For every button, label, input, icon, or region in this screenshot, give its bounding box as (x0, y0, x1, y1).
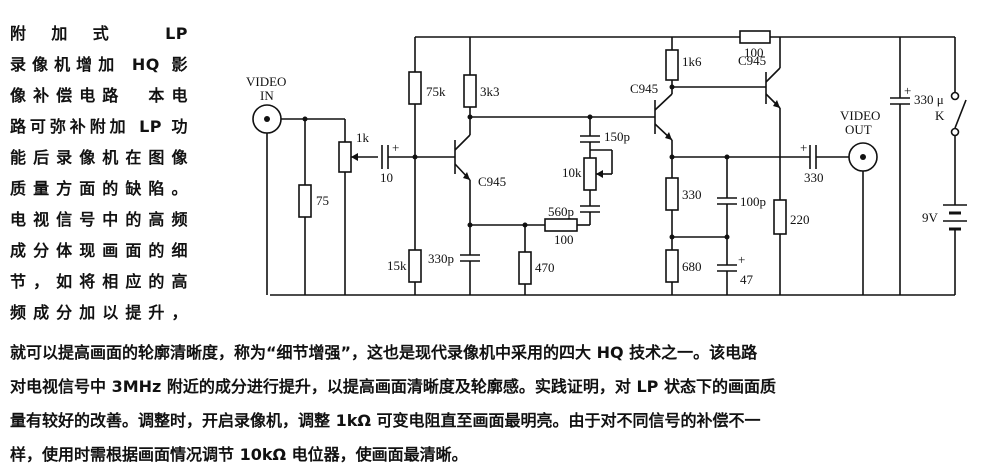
video-out-label-2: OUT (845, 122, 872, 137)
resistor-330 (665, 177, 679, 211)
side-line: 路可弥补附加 LP 功 (10, 117, 188, 136)
cap-100p-label: 100p (740, 194, 766, 209)
switch-k (954, 99, 967, 129)
side-line: 录像机增加 HQ 影 (10, 55, 188, 74)
resistor-100-mid (544, 218, 578, 232)
cap-47-plus: + (738, 252, 745, 267)
resistor-100-top (739, 30, 771, 44)
battery-label: 9V (922, 210, 939, 225)
switch-contact (950, 127, 960, 137)
pot-10k-label: 10k (562, 165, 582, 180)
video-in-label-2: IN (260, 88, 274, 103)
bottom-line: 对电视信号中 3MHz 附近的成分进行提升，以提高画面清晰度及轮廓感。实践证明，… (10, 377, 776, 396)
resistor-75-label: 75 (316, 193, 329, 208)
cap-150p-label: 150p (604, 129, 630, 144)
battery-9v (943, 204, 967, 231)
side-line: 节，如将相应的高 (10, 272, 188, 291)
potentiometer-10k (583, 157, 597, 191)
resistor-680-label: 680 (682, 259, 702, 274)
cap-330u-label: 330 μ (914, 92, 944, 107)
q2-label: C945 (630, 81, 658, 96)
video-in-connector (252, 104, 282, 134)
transistor-q1 (454, 134, 471, 181)
resistor-75 (298, 184, 312, 218)
wiper-arrow (596, 170, 603, 178)
q3-label: C945 (738, 53, 766, 68)
video-out-connector (848, 142, 878, 172)
side-line: 能后录像机在图像 (10, 148, 188, 167)
resistor-220-label: 220 (790, 212, 810, 227)
side-line: 成分体现画面的细 (10, 241, 188, 260)
cap-47-label: 47 (740, 272, 754, 287)
resistor-15k-label: 15k (387, 258, 407, 273)
resistor-330-label: 330 (682, 187, 702, 202)
bottom-line: 量有较好的改善。调整时，开启录像机，调整 1kΩ 可变电阻直至画面最明亮。由于对… (10, 411, 761, 430)
transistor-q3 (765, 67, 781, 109)
bottom-line: 就可以提高画面的轮廓清晰度，称为“细节增强”，这也是现代录像机中采用的四大 HQ… (10, 343, 758, 362)
bottom-description: 就可以提高画面的轮廓清晰度，称为“细节增强”，这也是现代录像机中采用的四大 HQ… (10, 336, 980, 472)
resistor-100-top-label: 100 (744, 45, 764, 60)
junction-dot (724, 234, 730, 240)
cap-10-plus: + (392, 140, 399, 155)
video-in-label: VIDEO (246, 74, 286, 89)
resistor-1k6 (665, 49, 679, 81)
side-line: 电视信号中的高频 (10, 210, 188, 229)
bottom-line: 样，使用时需根据画面情况调节 10kΩ 电位器，使画面最清晰。 (10, 445, 468, 464)
resistor-470-label: 470 (535, 260, 555, 275)
side-line: 频成分加以提升， (10, 303, 188, 322)
resistor-470 (518, 251, 532, 285)
side-line: 像补偿电路 本电 (10, 86, 188, 105)
switch-contact (950, 91, 960, 101)
switch-k-label: K (935, 108, 945, 123)
cap-560p-label: 560p (548, 204, 574, 219)
side-line: 质量方面的缺陷。 (10, 179, 188, 198)
resistor-3k3 (463, 74, 477, 108)
resistor-680 (665, 249, 679, 283)
transistor-q2 (654, 93, 673, 141)
potentiometer-1k (338, 141, 352, 173)
cap-10-label: 10 (380, 170, 393, 185)
side-line: 附加式 LP (10, 24, 188, 43)
q1-label: C945 (478, 174, 506, 189)
wiper-arrow (351, 153, 358, 161)
junction-dot (587, 114, 593, 120)
resistor-100-mid-label: 100 (554, 232, 574, 247)
cap-330-label: 330 (804, 170, 824, 185)
resistor-3k3-label: 3k3 (480, 84, 500, 99)
resistor-15k (408, 249, 422, 283)
resistor-75k (408, 71, 422, 105)
side-description: 附加式 LP 录像机增加 HQ 影 像补偿电路 本电 路可弥补附加 LP 功 能… (10, 18, 188, 328)
resistor-1k6-label: 1k6 (682, 54, 702, 69)
cap-330p-label: 330p (428, 251, 454, 266)
cap-330u-plus: + (904, 83, 911, 98)
cap-330-plus: + (800, 140, 807, 155)
video-out-label: VIDEO (840, 108, 880, 123)
resistor-75k-label: 75k (426, 84, 446, 99)
pot-1k-label: 1k (356, 130, 370, 145)
resistor-220 (773, 199, 787, 235)
